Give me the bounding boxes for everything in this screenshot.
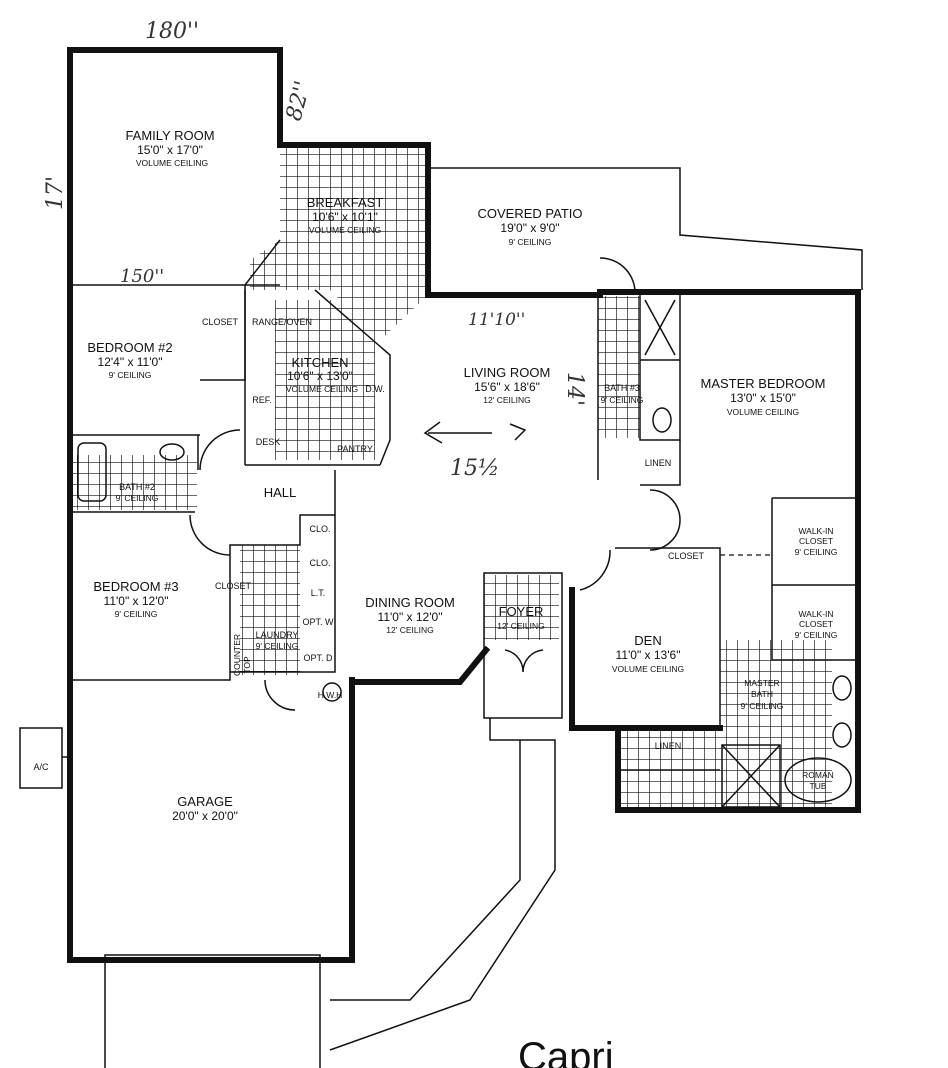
- exterior-walls: [67, 47, 861, 963]
- roman-tub-label: ROMAN: [802, 770, 834, 780]
- walkin2-ceiling: 9' CEILING: [795, 630, 838, 640]
- bedroom3-label: BEDROOM #3: [93, 579, 178, 594]
- breakfast-label: BREAKFAST: [307, 195, 384, 210]
- bedroom3-dims: 11'0" x 12'0": [104, 594, 169, 608]
- clo-label-2: CLO.: [309, 558, 330, 568]
- pantry-label: PANTRY: [337, 444, 373, 454]
- bath2-label: BATH #2: [119, 482, 155, 492]
- ref-label: REF.: [252, 395, 272, 405]
- range-oven-label: RANGE/OVEN: [252, 317, 312, 327]
- closet-label: CLOSET: [202, 317, 239, 327]
- den-label: DEN: [634, 633, 661, 648]
- hall-label: HALL: [264, 485, 297, 500]
- kitchen-dims: 10'6" x 13'0": [287, 369, 353, 383]
- note-150: 150'': [120, 266, 164, 287]
- counter-top-label: TOP: [242, 656, 252, 674]
- bedroom3-closet-label: CLOSET: [215, 581, 252, 591]
- master-bedroom-label: MASTER BEDROOM: [701, 376, 826, 391]
- den-closet-label: CLOSET: [668, 551, 705, 561]
- laundry-label: LAUNDRY: [256, 630, 299, 640]
- arrow-icon: [423, 421, 527, 444]
- counter-label: COUNTER: [232, 634, 242, 676]
- family-room-label: FAMILY ROOM: [125, 128, 214, 143]
- family-room-dims: 15'0" x 17'0": [137, 143, 203, 157]
- breakfast-ceiling: VOLUME CEILING: [309, 225, 381, 235]
- master-bath-ceiling: 9' CEILING: [741, 701, 784, 711]
- bedroom3-ceiling: 9' CEILING: [115, 609, 158, 619]
- dishwasher-label: D.W.: [365, 384, 385, 394]
- dining-room-label: DINING ROOM: [365, 595, 455, 610]
- master-bath-label2: BATH: [751, 689, 773, 699]
- master-bedroom-ceiling: VOLUME CEILING: [727, 407, 799, 417]
- room-labels: FAMILY ROOM 15'0" x 17'0" VOLUME CEILING…: [87, 128, 837, 823]
- garage-dims: 20'0" x 20'0": [172, 809, 238, 823]
- note-82: 82'': [282, 78, 317, 123]
- interior-walls: [19, 239, 859, 808]
- driveway-walk: [104, 718, 556, 1068]
- dining-room-ceiling: 12' CEILING: [386, 625, 433, 635]
- linen-label: LINEN: [645, 458, 672, 468]
- den-ceiling: VOLUME CEILING: [612, 664, 684, 674]
- handwritten-notes: 180'' 82'' 17' 150'' 11'10'' 14' 15½: [43, 19, 587, 481]
- walkin1-ceiling: 9' CEILING: [795, 547, 838, 557]
- bath2-ceiling: 9' CEILING: [116, 493, 159, 503]
- patio-dims: 19'0" x 9'0": [500, 221, 559, 235]
- walkin1-label: WALK-IN: [798, 526, 833, 536]
- ac-label: A/C: [33, 762, 49, 772]
- breakfast-dims: 10'6" x 10'1": [312, 210, 378, 224]
- plan-title: Capri: [518, 1035, 614, 1068]
- living-room-label: LIVING ROOM: [464, 365, 551, 380]
- opt-washer-label: OPT. W: [303, 617, 335, 627]
- opt-dryer-label: OPT. D: [303, 653, 333, 663]
- foyer-ceiling: 12' CEILING: [497, 621, 544, 631]
- bath3-label: BATH #3: [604, 383, 640, 393]
- bedroom2-ceiling: 9' CEILING: [109, 370, 152, 380]
- den-dims: 11'0" x 13'6": [616, 648, 681, 662]
- walkin1-label2: CLOSET: [799, 536, 833, 546]
- patio-ceiling: 9' CEILING: [509, 237, 552, 247]
- clo-label: CLO.: [309, 524, 330, 534]
- living-room-dims: 15'6" x 18'6": [474, 380, 540, 394]
- dining-room-dims: 11'0" x 12'0": [378, 610, 443, 624]
- bath3-ceiling: 9' CEILING: [601, 395, 644, 405]
- master-bedroom-dims: 13'0" x 15'0": [730, 391, 796, 405]
- kitchen-ceiling: VOLUME CEILING: [286, 384, 358, 394]
- bedroom2-dims: 12'4" x 11'0": [98, 355, 163, 369]
- family-room-ceiling: VOLUME CEILING: [136, 158, 208, 168]
- note-15-half: 15½: [450, 456, 499, 481]
- kitchen-label: KITCHEN: [291, 355, 348, 370]
- fixture-labels: CLOSET RANGE/OVEN REF. D.W. DESK PANTRY …: [33, 317, 833, 791]
- water-heater-label: H.W.H: [318, 690, 343, 700]
- bedroom2-label: BEDROOM #2: [87, 340, 172, 355]
- note-1110: 11'10'': [468, 310, 525, 330]
- living-room-ceiling: 12' CEILING: [483, 395, 530, 405]
- note-14: 14': [562, 372, 587, 406]
- laundry-tub-label: L.T.: [311, 588, 326, 598]
- laundry-ceiling: 9' CEILING: [256, 641, 299, 651]
- patio-label: COVERED PATIO: [478, 206, 583, 221]
- note-180: 180'': [145, 19, 199, 44]
- note-17: 17': [43, 176, 68, 210]
- bath-linen-label: LINEN: [655, 741, 682, 751]
- desk-label: DESK: [256, 437, 281, 447]
- foyer-label: FOYER: [499, 604, 544, 619]
- door-swings: [189, 257, 681, 711]
- covered-patio-outline: [428, 167, 863, 290]
- master-bath-label: MASTER: [744, 678, 779, 688]
- walkin2-label2: CLOSET: [799, 619, 833, 629]
- roman-tub-label2: TUB: [810, 781, 827, 791]
- walkin2-label: WALK-IN: [798, 609, 833, 619]
- garage-label: GARAGE: [177, 794, 233, 809]
